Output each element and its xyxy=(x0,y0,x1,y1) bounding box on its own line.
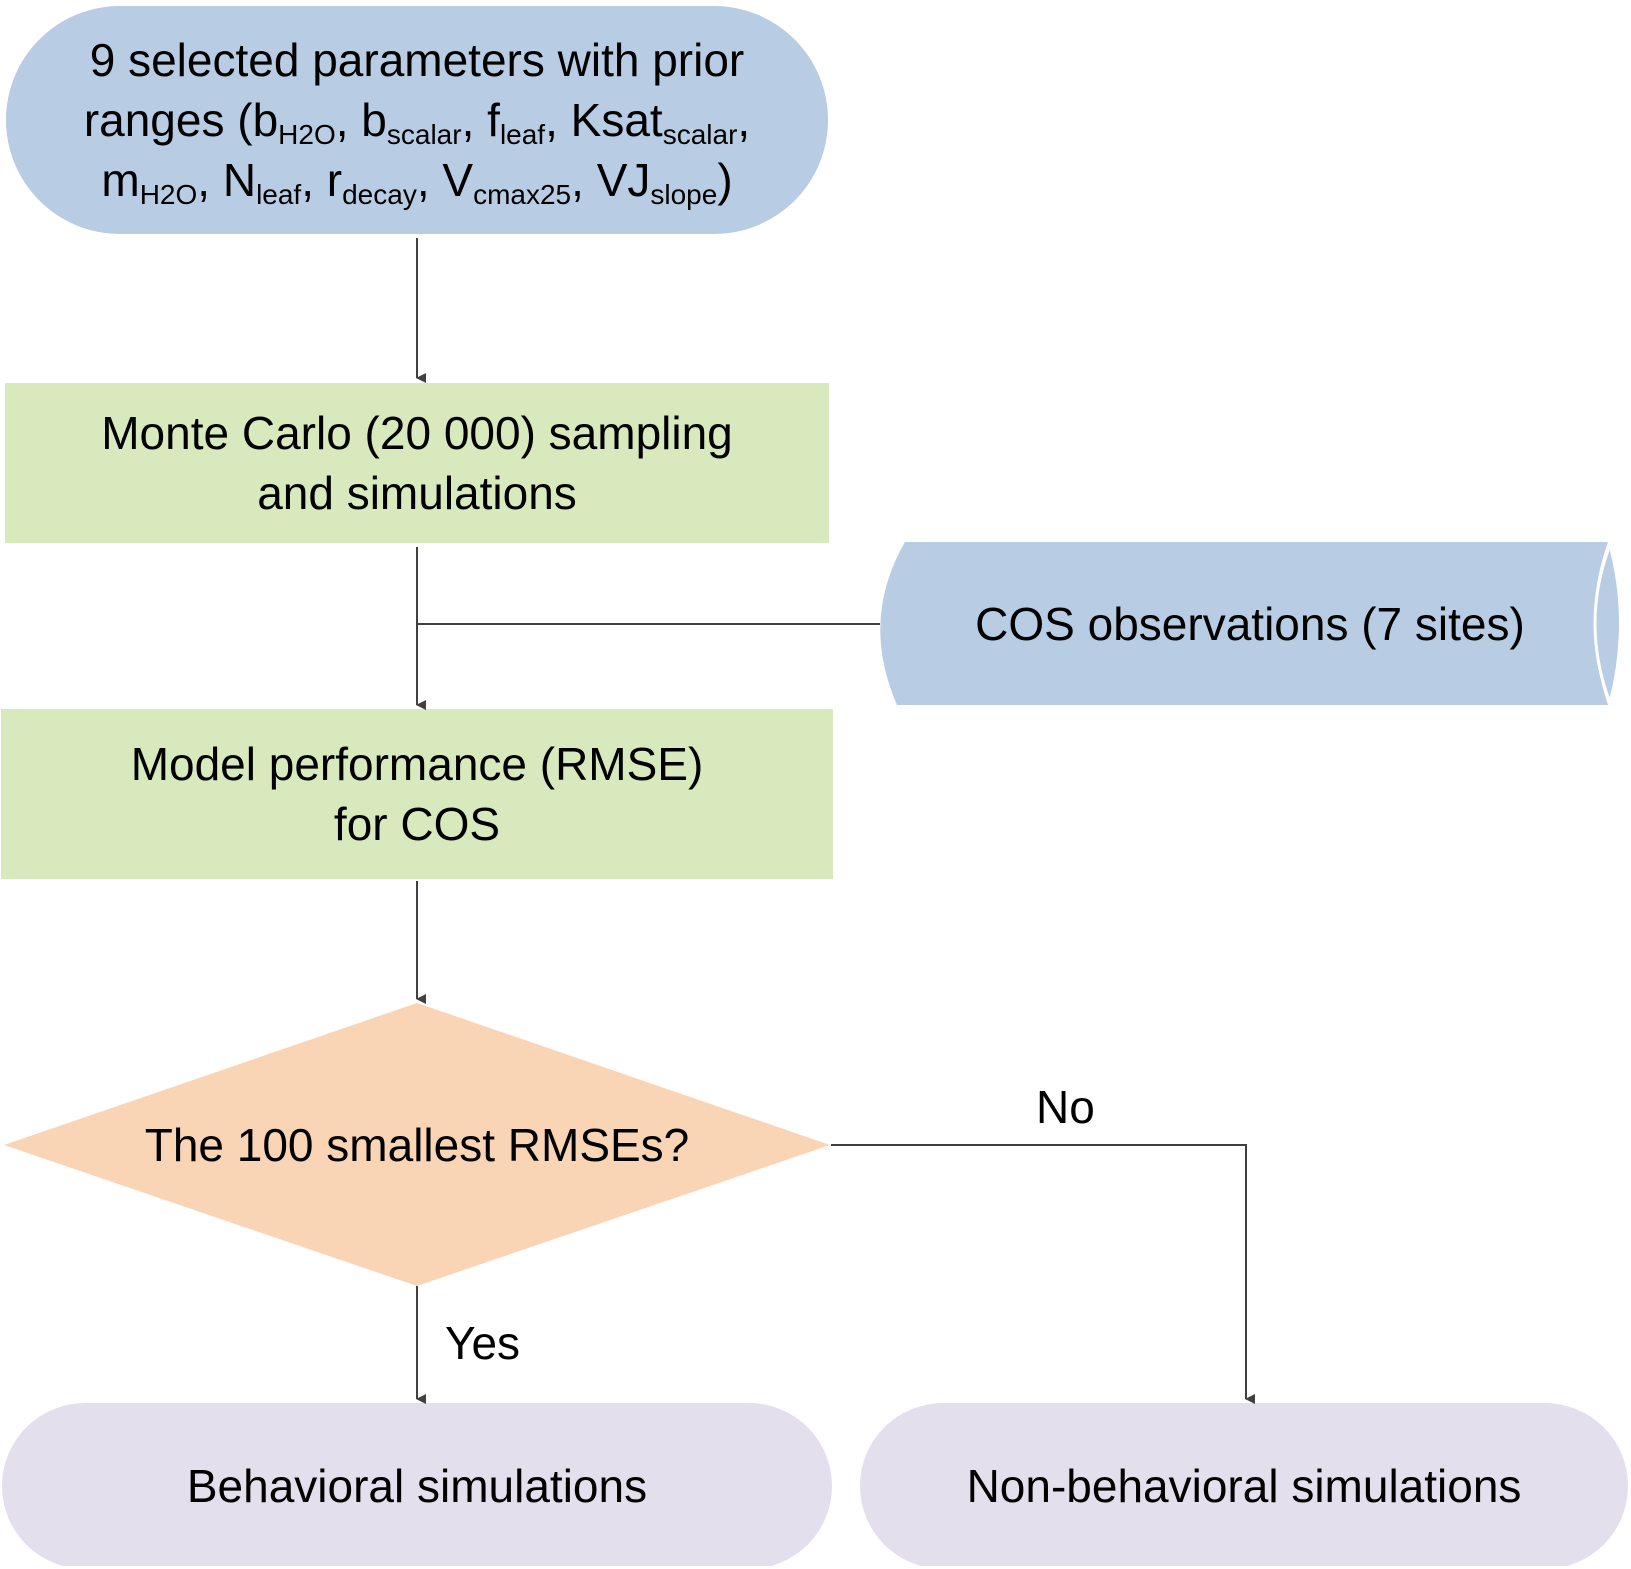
param: rdecay xyxy=(326,154,417,210)
decision-node-label: The 100 smallest RMSEs? xyxy=(144,1119,690,1171)
param: Ksatscalar xyxy=(570,94,738,150)
model-performance-node-label: Model performance (RMSE) for COS xyxy=(130,738,704,850)
behavioral-node-shape xyxy=(2,1403,832,1566)
behavioral-node-label: Behavioral simulations xyxy=(186,1460,648,1512)
param: VJslope xyxy=(596,154,718,210)
no-edge-label: No xyxy=(1036,1081,1095,1133)
start-node-shape xyxy=(6,6,828,234)
param: Vcmax25 xyxy=(442,154,572,210)
start-node-params-line2: ranges (bH2O, bscalar, fleaf, Ksatscalar… xyxy=(83,94,751,150)
start-node-label: 9 selected parameters with prior ranges … xyxy=(6,6,828,234)
start-node-params-line3: mH2O, Nleaf, rdecay, Vcmax25, VJslope) xyxy=(101,154,733,210)
cos-observations-node-shape xyxy=(880,542,1608,705)
yes-edge-label: Yes xyxy=(445,1317,521,1369)
param: fleaf xyxy=(487,94,546,150)
param: bscalar xyxy=(361,94,462,150)
param: bH2O xyxy=(252,94,336,150)
cos-observations-node-label: COS observations (7 sites) xyxy=(975,597,1525,650)
monte-carlo-node-shape xyxy=(5,383,829,543)
cos-observations-edge-curve xyxy=(1593,540,1622,708)
start-node-line1: 9 selected parameters with prior xyxy=(89,34,745,86)
param: Nleaf xyxy=(222,154,302,210)
connector-decision-no xyxy=(831,1144,1255,1404)
model-performance-node-shape xyxy=(1,709,833,879)
param: mH2O xyxy=(101,154,198,210)
monte-carlo-node-label: Monte Carlo (20 000) sampling and simula… xyxy=(101,407,733,519)
decision-node-shape xyxy=(4,1003,830,1286)
non-behavioral-node-label: Non-behavioral simulations xyxy=(966,1460,1522,1512)
non-behavioral-node-shape xyxy=(860,1403,1628,1566)
